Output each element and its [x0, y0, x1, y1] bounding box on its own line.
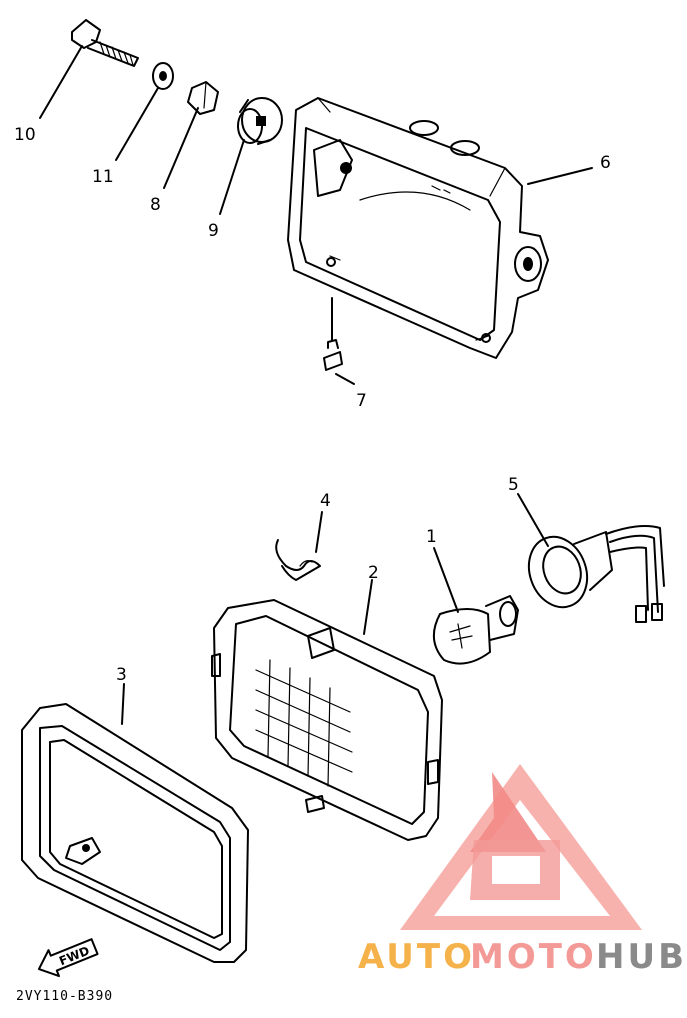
callout-7: 7 [356, 391, 367, 411]
callout-1: 1 [426, 527, 437, 547]
washer-part-11 [152, 62, 174, 90]
callout-8: 8 [150, 195, 161, 215]
socket-part-5 [527, 525, 665, 623]
grommet-part-9 [237, 97, 283, 145]
rim-part-3 [21, 703, 249, 963]
callout-labels: 10 11 8 9 6 7 4 2 1 5 3 [14, 125, 611, 685]
callout-3: 3 [116, 665, 127, 685]
spring-clip-part-4 [275, 539, 321, 581]
leader-lines [39, 45, 593, 725]
headlight-case-part-6 [287, 97, 549, 359]
callout-5: 5 [508, 475, 519, 495]
callout-6: 6 [600, 153, 611, 173]
fwd-arrow-icon: FWD [37, 938, 99, 978]
bulb-part-1 [433, 595, 519, 665]
watermark-auto: AUTO [358, 937, 475, 977]
collar-part-8 [187, 81, 219, 115]
callout-9: 9 [208, 221, 219, 241]
part-code: 2VY110-B390 [16, 989, 113, 1004]
callout-2: 2 [368, 563, 379, 583]
screw-part-7 [323, 339, 343, 371]
callout-11: 11 [92, 167, 114, 187]
bolt-part-10 [71, 19, 139, 67]
callout-4: 4 [320, 491, 331, 511]
headlight-unit-part-2 [211, 599, 443, 841]
watermark-moto: MOTO [470, 937, 597, 977]
callout-10: 10 [14, 125, 36, 145]
automotohub-logo: AUTO MOTO HUB [358, 764, 687, 977]
watermark-hub: HUB [596, 937, 687, 977]
